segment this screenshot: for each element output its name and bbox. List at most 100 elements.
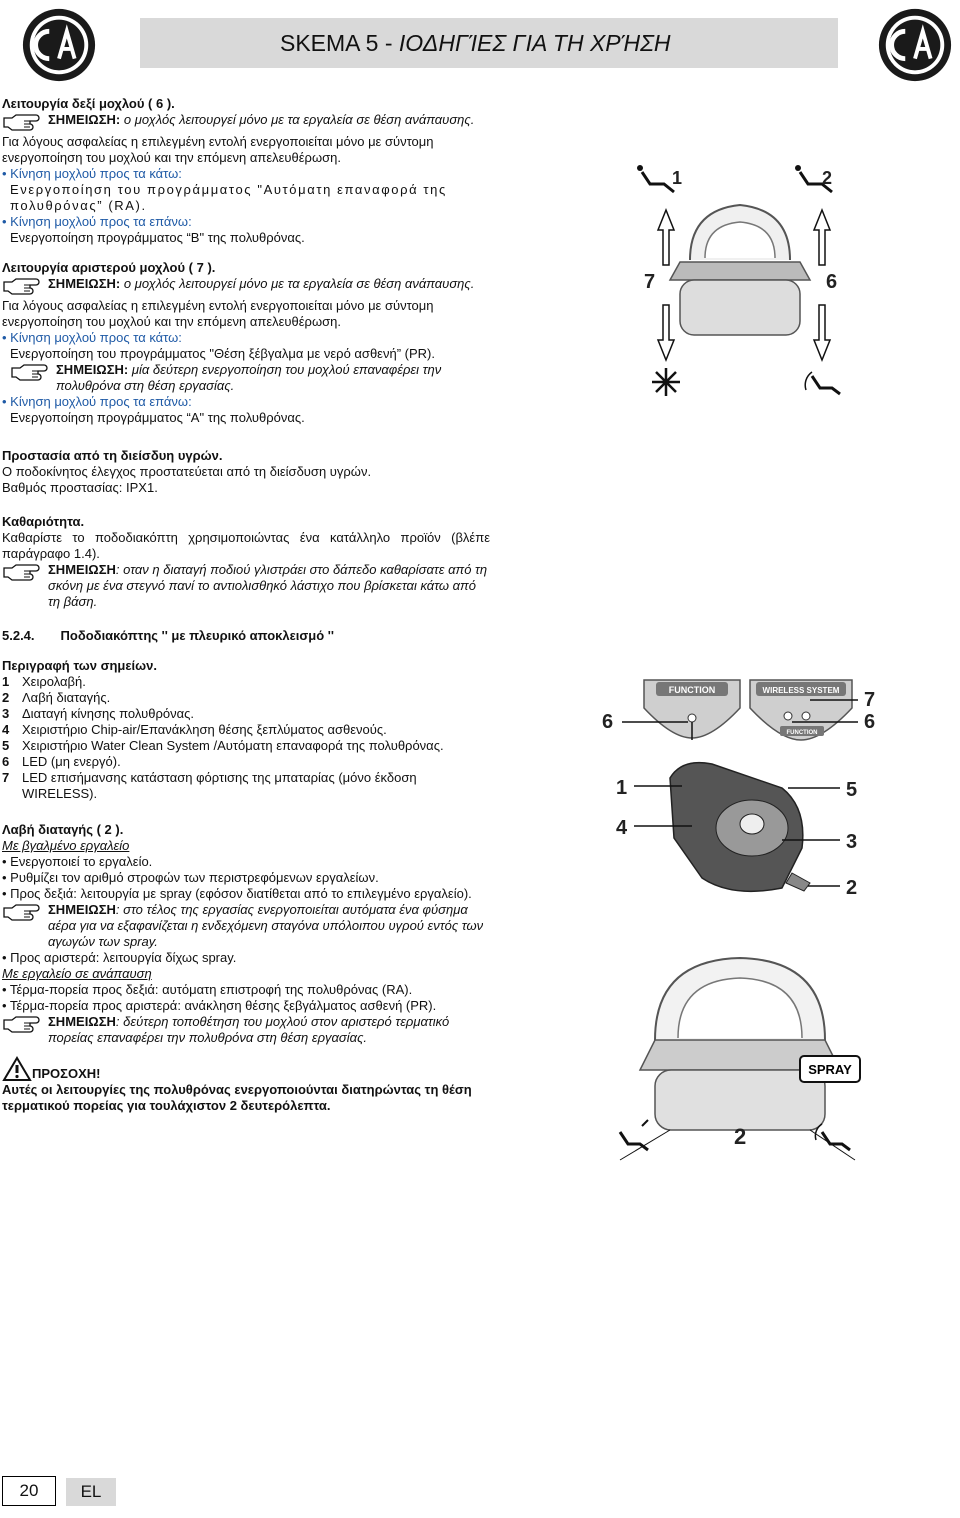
warning-label: ΠΡΟΣΟΧΗ!: [32, 1066, 101, 1081]
legend-item: 6 LED (μη ενεργό).: [2, 754, 490, 770]
legend-text: LED (μη ενεργό).: [22, 754, 121, 769]
figure2-label-4: 4: [616, 817, 628, 839]
header-subtitle: ΙΟΔΗΓΊΕΣ ΓΙΑ ΤΗ ΧΡΉΣΗ: [398, 30, 671, 56]
language-code: EL: [66, 1478, 116, 1506]
handle-item: • Τέρμα-πορεία προς αριστερά: ανάκληση θ…: [2, 998, 437, 1013]
figure1-label-1: 1: [672, 168, 682, 188]
note-label: ΣΗΜΕΙΩΣΗ:: [48, 112, 121, 127]
pointing-hand-icon: [3, 564, 40, 581]
legend-heading: Περιγραφή των σημείων.: [2, 658, 157, 673]
legend-item: 5 Χειριστήριο Water Clean System /Αυτόματ…: [2, 738, 490, 754]
warning-block: ΠΡΟΣΟΧΗ!: [2, 1056, 490, 1082]
legend-text: Λαβή διαταγής.: [22, 690, 111, 705]
rinse-icon: [652, 368, 680, 396]
legend-item: 7 LED επισήμανσης κατάσταση φόρτισης της …: [2, 770, 490, 802]
note-block: ΣΗΜΕΙΩΣΗ: ο μοχλός λειτουργεί μόνο με τα…: [2, 276, 490, 298]
figure3-label-2: 2: [734, 1124, 746, 1149]
figure1-label-7: 7: [644, 271, 655, 293]
bullet-label: • Κίνηση μοχλού προς τα κάτω:: [2, 166, 182, 181]
page-number: 20: [2, 1476, 56, 1506]
legend-text: Χειριστήριο Water Clean System /Αυτόματη…: [22, 738, 444, 753]
legend-number: 7: [2, 770, 10, 785]
arrow-down-right-icon: [812, 304, 832, 363]
safety-text: Για λόγους ασφαλείας η επιλεγμένη εντολή…: [2, 134, 434, 165]
bullet-text: Ενεργοποίηση προγράμματος “B" της πολυθρ…: [10, 230, 305, 245]
rinse-position-icon: [618, 1119, 649, 1152]
chair-icon-1: [637, 165, 675, 194]
figure2-label-6b: 6: [864, 711, 875, 733]
note-text: : οταν η διαταγή ποδιού γλιστράει στο δά…: [48, 562, 488, 609]
note-text: : στο τέλος της εργασίας ενεργοποιείται …: [48, 902, 484, 949]
figure2-label-1: 1: [616, 777, 627, 799]
text-column: Λειτουργία δεξί μοχλού ( 6 ). ΣΗΜΕΙΩΣΗ: …: [2, 96, 490, 1114]
legend-number: 3: [2, 706, 10, 721]
legend-text: Διαταγή κίνησης πολυθρόνας.: [22, 706, 194, 721]
spray-badge: [799, 1055, 861, 1083]
safety-text: Για λόγους ασφαλείας η επιλεγμένη εντολή…: [2, 298, 434, 329]
figure2-label-3: 3: [846, 831, 857, 853]
arrow-down-left-icon: [656, 304, 676, 363]
legend-number: 1: [2, 674, 10, 689]
figure1-label-2: 2: [822, 168, 832, 188]
handle-item: • Προς δεξιά: λειτουργία με spray (εφόσο…: [2, 886, 472, 901]
right-lever-heading: Λειτουργία δεξί μοχλού ( 6 ).: [2, 96, 175, 111]
legend-number: 6: [2, 754, 10, 769]
legend-text: LED επισήμανσης κατάσταση φόρτισης της μ…: [22, 770, 417, 801]
figure2-label-5: 5: [846, 779, 857, 801]
arrow-up-left-icon: [656, 207, 676, 266]
pointing-hand-icon: [3, 114, 40, 131]
legend-number: 4: [2, 722, 10, 737]
pointing-hand-icon: [3, 1016, 40, 1033]
model-name: SKEMA 5: [280, 30, 379, 56]
note-block: ΣΗΜΕΙΩΣΗ: στο τέλος της εργασίας ενεργοπ…: [2, 902, 490, 950]
note-block: ΣΗΜΕΙΩΣΗ: ο μοχλός λειτουργεί μόνο με τα…: [2, 112, 490, 134]
header-bar: SKEMA 5 - ΙΟΔΗΓΊΕΣ ΓΙΑ ΤΗ ΧΡΉΣΗ: [140, 18, 838, 68]
note-label: ΣΗΜΕΙΩΣΗ:: [56, 362, 129, 377]
cleaning-heading: Καθαριότητα.: [2, 514, 85, 529]
handle-out-label: Με βγαλμένο εργαλείο: [2, 838, 130, 853]
note-block: ΣΗΜΕΙΩΣΗ: οταν η διαταγή ποδιού γλιστράε…: [2, 562, 490, 610]
pointing-hand-icon: [3, 278, 40, 295]
bullet-label: • Κίνηση μοχλού προς τα κάτω:: [2, 330, 182, 345]
figure1-label-6: 6: [826, 271, 837, 293]
cleaning-text: Καθαρίστε το ποδοδιακόπτη χρησιμοποιώντα…: [2, 530, 490, 561]
note-text: : δεύτερη τοποθέτηση του μοχλού στον αρι…: [48, 1014, 450, 1045]
control-handle-diagram: SPRAY 2: [618, 956, 861, 1161]
figure2-label-2: 2: [846, 877, 857, 899]
bullet-text: Ενεργοποίηση προγράμματος “A" της πολυθρ…: [10, 410, 305, 425]
legend-text: Χειριστήριο Chip-air/Επανάκληση θέσης ξε…: [22, 722, 387, 737]
brand-logo-left: [22, 8, 96, 82]
lever-diagram: 1 2 7 6: [637, 165, 841, 396]
bullet-label: • Κίνηση μοχλού προς τα επάνω:: [2, 214, 192, 229]
bullet-text: Ενεργοποίηση του προγράμματος "Αυτόματη …: [10, 182, 447, 213]
note-block: ΣΗΜΕΙΩΣΗ: δεύτερη τοποθέτηση του μοχλού …: [2, 1014, 490, 1046]
warning-triangle-icon: [2, 1056, 32, 1081]
handle-item: • Προς αριστερά: λειτουργία δίχως spray.: [2, 950, 237, 965]
function-label-2: FUNCTION: [787, 730, 818, 736]
foot-control-diagram: FUNCTION WIRELESS SYSTEM FUNCTION 6 7 6 …: [602, 679, 875, 899]
pointing-hand-icon: [11, 364, 48, 381]
legend-text: Χειρολαβή.: [22, 674, 86, 689]
note-text: μία δεύτερη ενεργοποίηση του μοχλού επαν…: [56, 362, 442, 393]
section-title-text: Ποδοδιακόπτης '' με πλευρικό αποκλεισμό …: [60, 628, 334, 643]
protection-heading: Προστασία από τη διείσδυη υγρών.: [2, 448, 223, 463]
section-number: 5.2.4.: [2, 628, 35, 643]
pointing-hand-icon: [3, 904, 40, 921]
chair-icon-2: [795, 165, 833, 194]
legend-number: 5: [2, 738, 10, 753]
legend-item: 4 Χειριστήριο Chip-air/Επανάκληση θέσης ξ…: [2, 722, 490, 738]
legend-item: 3 Διαταγή κίνησης πολυθρόνας.: [2, 706, 490, 722]
note-label: ΣΗΜΕΙΩΣΗ: [48, 902, 116, 917]
handle-item: • Τέρμα-πορεία προς δεξιά: αυτόματη επισ…: [2, 982, 413, 997]
note-label: ΣΗΜΕΙΩΣΗ: [48, 1014, 116, 1029]
bullet-text: Ενεργοποίηση του προγράμματος "Θέση ξέβγ…: [10, 346, 435, 361]
note-text: ο μοχλός λειτουργεί μόνο με τα εργαλεία …: [120, 276, 475, 291]
bullet-label: • Κίνηση μοχλού προς τα επάνω:: [2, 394, 192, 409]
device-base: [679, 279, 801, 336]
figure2-label-7: 7: [864, 689, 875, 711]
handle-item: • Ρυθμίζει τον αριθμό στροφών των περιστ…: [2, 870, 379, 885]
handle-rest-label: Με εργαλείο σε ανάπαυση: [2, 966, 152, 981]
arrow-up-right-icon: [812, 207, 832, 266]
